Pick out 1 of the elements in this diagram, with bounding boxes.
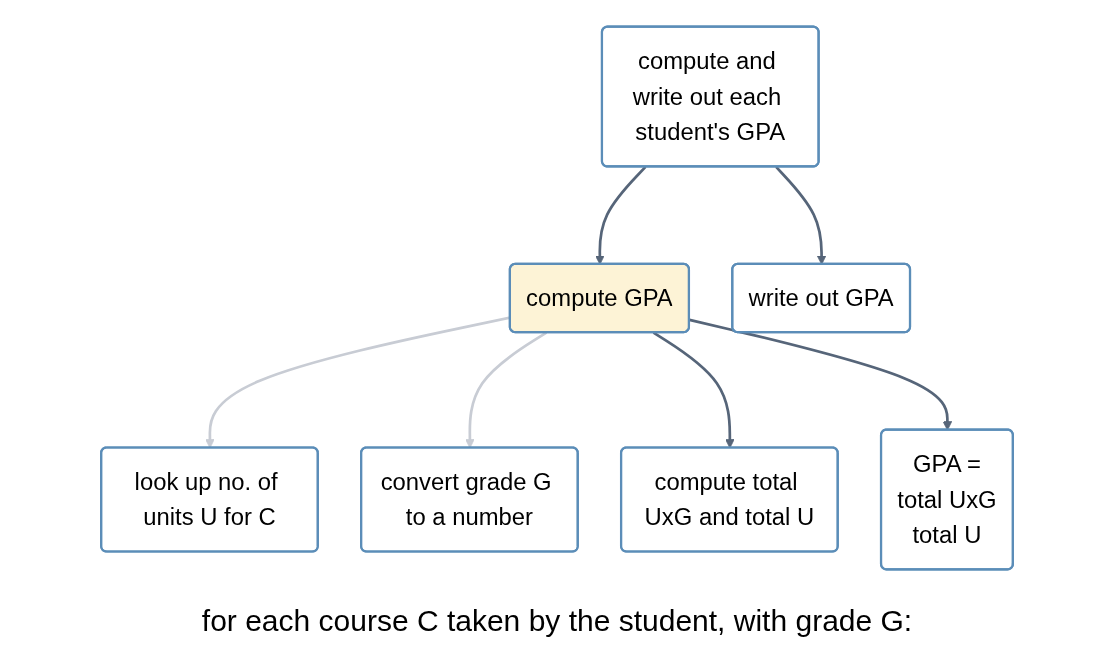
note-text: for each course C taken by the student, with grade G: bbox=[201, 604, 913, 638]
